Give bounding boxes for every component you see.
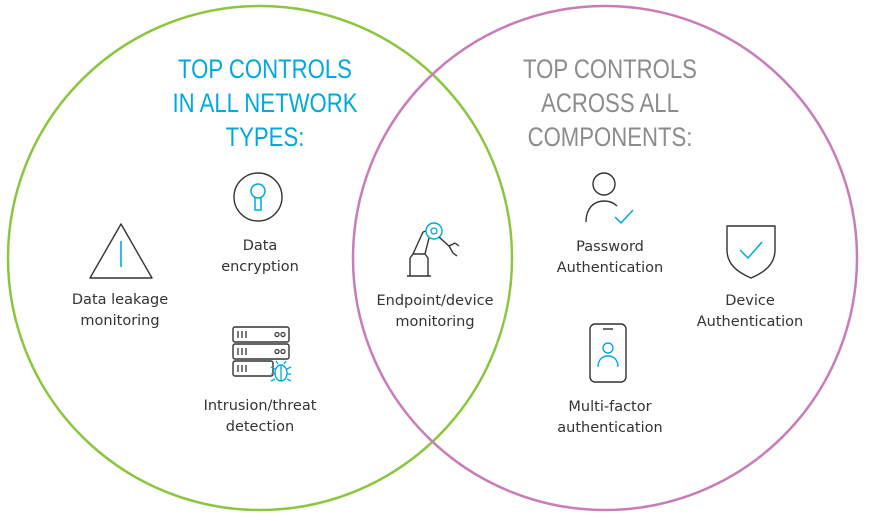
left-heading: TOP CONTROLS IN ALL NETWORK TYPES: bbox=[171, 52, 360, 154]
label-line: encryption bbox=[221, 259, 299, 275]
intrusion-label: Intrusion/threat detection bbox=[185, 396, 335, 438]
endpoint-label: Endpoint/device monitoring bbox=[360, 291, 510, 333]
shield-check-icon bbox=[726, 225, 776, 279]
device-auth-label: Device Authentication bbox=[680, 291, 820, 333]
left-circle bbox=[6, 4, 514, 512]
label-line: Data bbox=[242, 238, 278, 254]
label-line: detection bbox=[225, 419, 295, 435]
right-heading-line: COMPONENTS: bbox=[527, 122, 693, 152]
right-heading: TOP CONTROLS ACROSS ALL COMPONENTS: bbox=[516, 52, 705, 154]
left-heading-line: IN ALL NETWORK bbox=[172, 88, 358, 118]
right-heading-line: ACROSS ALL bbox=[541, 88, 679, 118]
label-line: Data leakage bbox=[71, 292, 169, 308]
right-heading-line: TOP CONTROLS bbox=[523, 54, 697, 84]
label-line: Intrusion/threat bbox=[203, 398, 317, 414]
label-line: Device bbox=[725, 293, 775, 309]
password-label: Password Authentication bbox=[540, 237, 680, 279]
mfa-label: Multi-factor authentication bbox=[540, 397, 680, 439]
left-heading-line: TYPES: bbox=[225, 122, 305, 152]
label-line: Multi-factor bbox=[568, 399, 652, 415]
server-bug-icon bbox=[232, 326, 292, 382]
warning-triangle-icon bbox=[89, 223, 153, 279]
label-line: Password bbox=[576, 239, 644, 255]
right-circle bbox=[351, 4, 859, 512]
label-line: monitoring bbox=[395, 314, 475, 330]
label-line: authentication bbox=[557, 420, 663, 436]
label-line: Authentication bbox=[696, 314, 804, 330]
data-encryption-label: Data encryption bbox=[190, 236, 330, 278]
label-line: Authentication bbox=[556, 260, 664, 276]
user-check-icon bbox=[585, 172, 634, 224]
label-line: Endpoint/device bbox=[376, 293, 494, 309]
keyhole-icon bbox=[233, 172, 283, 222]
phone-user-icon bbox=[589, 323, 627, 383]
data-leakage-label: Data leakage monitoring bbox=[40, 290, 200, 332]
robotic-arm-icon bbox=[407, 222, 460, 277]
label-line: monitoring bbox=[80, 313, 160, 329]
left-heading-line: TOP CONTROLS bbox=[178, 54, 352, 84]
